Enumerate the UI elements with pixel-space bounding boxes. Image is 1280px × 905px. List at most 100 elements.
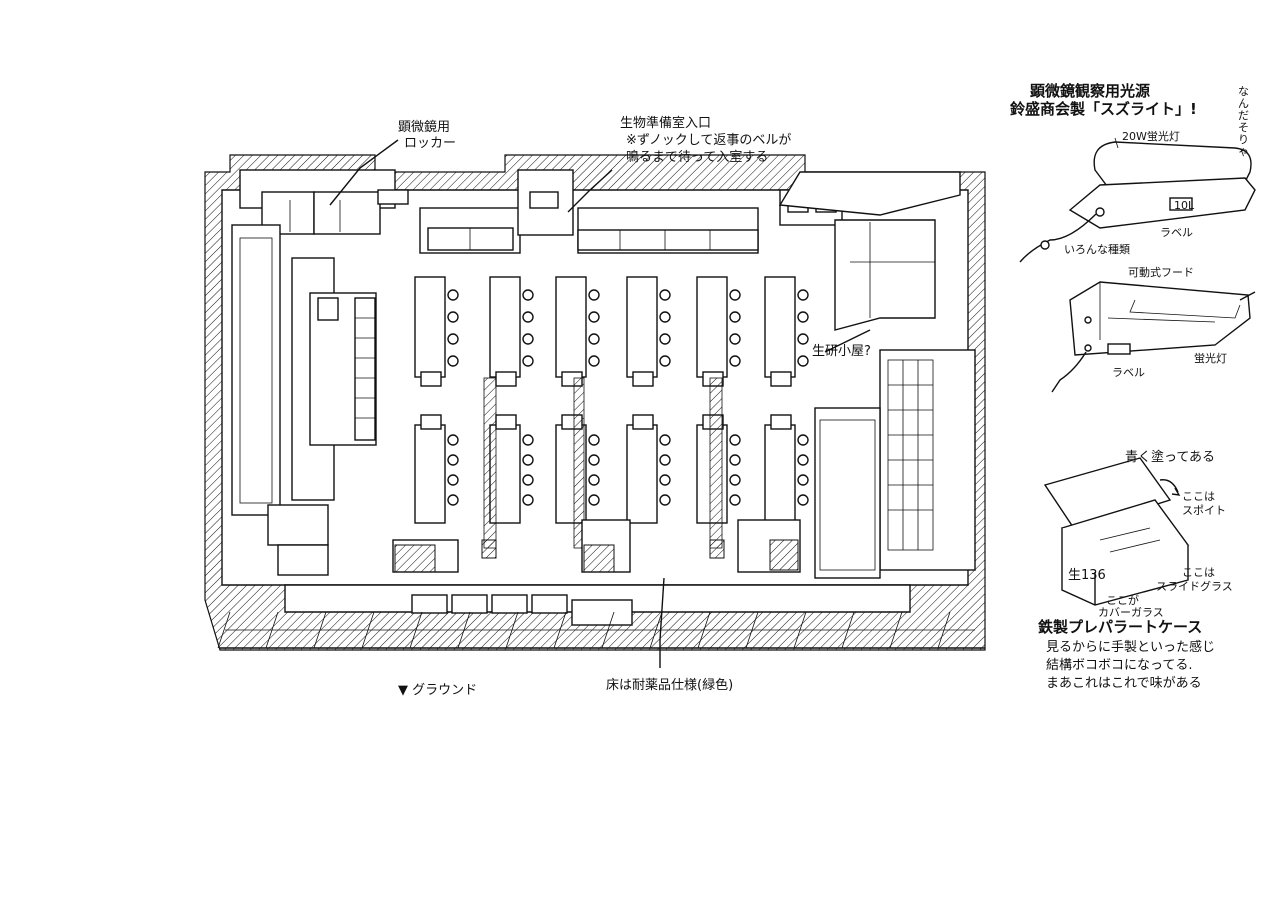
bench-back-2 xyxy=(489,276,521,378)
chair xyxy=(447,289,459,301)
chair xyxy=(659,355,671,367)
light-source-aside: なんだそりゃ xyxy=(1238,85,1249,158)
chair xyxy=(797,311,809,323)
bench-front-4 xyxy=(626,424,658,524)
chair xyxy=(729,333,741,345)
light-source-title-1: 顕微鏡観察用光源 xyxy=(1030,82,1151,100)
sink-front-6 xyxy=(770,414,792,430)
chair xyxy=(797,289,809,301)
light-source-title-2: 鈴盛商会製「スズライト」! xyxy=(1010,100,1197,118)
prep-case-desc-2: 結構ボコボコになってる. xyxy=(1046,658,1193,673)
sink-back-4 xyxy=(632,371,654,387)
bench-back-3 xyxy=(555,276,587,378)
painted-note: 青く塗ってある xyxy=(1125,450,1215,465)
chair xyxy=(447,454,459,466)
sink-front-4 xyxy=(632,414,654,430)
chair xyxy=(447,434,459,446)
fluorescent-label: 蛍光灯 xyxy=(1194,352,1227,365)
chair xyxy=(659,494,671,506)
front-blocks xyxy=(392,519,801,573)
chair xyxy=(522,474,534,486)
chair xyxy=(729,311,741,323)
prep-case-desc-3: まあこれはこれで味がある xyxy=(1046,676,1202,691)
chair xyxy=(729,355,741,367)
floor-note-label: 床は耐薬品仕様(緑色) xyxy=(606,678,734,693)
chair xyxy=(447,355,459,367)
variety-label: いろんな種類 xyxy=(1064,243,1130,256)
chair xyxy=(447,311,459,323)
chair xyxy=(729,289,741,301)
chair xyxy=(588,434,600,446)
chair xyxy=(659,454,671,466)
prep-room-note-2: 鳴るまで待って入室する xyxy=(626,150,769,165)
movable-hood-label: 可動式フード xyxy=(1128,266,1194,279)
floor-runner-2 xyxy=(573,377,585,549)
cover-glass-label-2: カバーガラス xyxy=(1098,606,1164,619)
sink-back-6 xyxy=(770,371,792,387)
bench-back-4 xyxy=(626,276,658,378)
chair xyxy=(588,474,600,486)
label-tag: 10L xyxy=(1174,199,1195,212)
chair xyxy=(522,494,534,506)
right-wall-furniture xyxy=(814,219,976,579)
chair xyxy=(729,494,741,506)
sink-back-1 xyxy=(420,371,442,387)
chair xyxy=(447,494,459,506)
top-cabinets xyxy=(239,169,961,254)
chair xyxy=(729,474,741,486)
chair xyxy=(659,474,671,486)
floor-grid-line xyxy=(217,611,231,649)
light-source-lamp-1 xyxy=(1019,137,1256,263)
lab-benches xyxy=(414,276,809,549)
chair xyxy=(797,355,809,367)
chair xyxy=(588,311,600,323)
chair xyxy=(729,454,741,466)
chair xyxy=(588,333,600,345)
chair xyxy=(659,333,671,345)
chair xyxy=(522,333,534,345)
chair xyxy=(588,355,600,367)
chair xyxy=(797,454,809,466)
label-caption-1: ラベル xyxy=(1160,226,1193,239)
leader-lines xyxy=(329,139,871,668)
front-sill xyxy=(284,584,911,626)
dropper-label-2: スポイト xyxy=(1182,504,1226,517)
left-wall-furniture xyxy=(231,224,377,576)
cover-glass-label-1: ここが xyxy=(1106,594,1139,607)
chair xyxy=(522,454,534,466)
light-source-lamp-2 xyxy=(1051,281,1256,393)
chair xyxy=(588,494,600,506)
prep-case-sketch xyxy=(1043,457,1190,606)
chair xyxy=(797,333,809,345)
label-caption-2: ラベル xyxy=(1112,366,1145,379)
sink-front-1 xyxy=(420,414,442,430)
chair xyxy=(797,434,809,446)
slide-glass-label-1: ここは xyxy=(1182,566,1215,579)
chair xyxy=(797,474,809,486)
prep-room-note-1: ※ずノックして返事のベルが xyxy=(626,133,792,148)
chair xyxy=(797,494,809,506)
prep-case-desc-1: 見るからに手製といった感じ xyxy=(1046,640,1216,655)
bench-front-6 xyxy=(764,424,796,524)
chair xyxy=(522,311,534,323)
chair xyxy=(729,434,741,446)
microscope-locker-label-2: ロッカー xyxy=(404,136,457,151)
chair xyxy=(522,434,534,446)
chair xyxy=(588,454,600,466)
chair xyxy=(659,434,671,446)
slide-glass-label-2: スライドグラス xyxy=(1156,580,1233,593)
bioken-hut-label: 生研小屋? xyxy=(812,344,871,359)
case-number: 生136 xyxy=(1068,568,1106,583)
prep-room-entrance-label: 生物準備室入口 xyxy=(620,116,712,131)
lamp-label: 20W蛍光灯 xyxy=(1122,130,1180,143)
chair xyxy=(522,289,534,301)
chair xyxy=(659,289,671,301)
chair xyxy=(522,355,534,367)
microscope-locker-label-1: 顕微鏡用 xyxy=(398,120,451,135)
floor-grid xyxy=(217,611,985,649)
dropper-label-1: ここは xyxy=(1182,490,1215,503)
chair xyxy=(588,289,600,301)
